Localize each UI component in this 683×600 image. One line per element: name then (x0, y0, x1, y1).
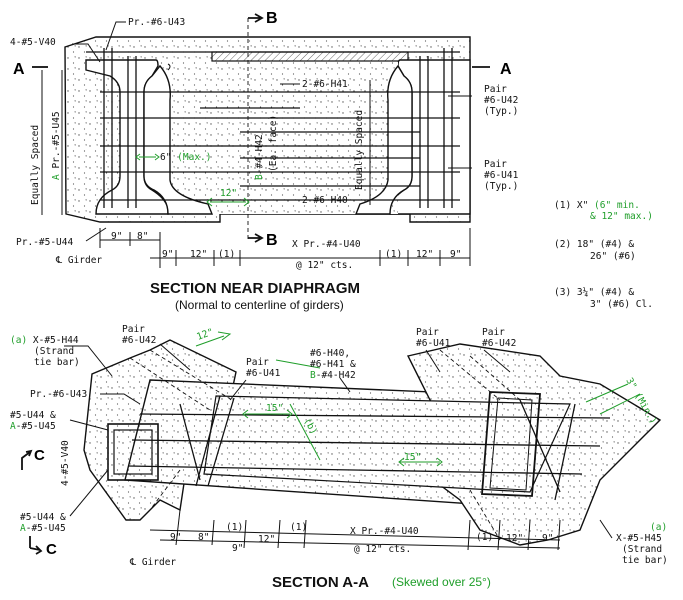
subtitle-skewed: (Skewed over 25°) (392, 575, 491, 589)
dim-12a-top: 12" (190, 249, 207, 260)
label-v40-bottom: 4-#5-V40 (60, 440, 71, 486)
left-girder-flange (143, 64, 214, 215)
label-equally-spaced-right: Equally Spaced (354, 110, 365, 190)
dim-n1-bottom-a: (1) (226, 522, 243, 533)
label-u45-lower: A-#5-U45 (20, 523, 66, 534)
band-rebar (127, 395, 611, 501)
dim-12-bottom: 12" (258, 534, 275, 545)
cut-label-c-lower: C (46, 541, 57, 558)
rebar-stirrups (86, 48, 460, 208)
label-ea-face: (Ea. face) (268, 115, 279, 172)
label-cl-girder-top: ℄ Girder (55, 255, 102, 266)
dim-9-bottom: 9" (170, 532, 181, 543)
label-12-green: 12" (220, 188, 237, 199)
dim-8-bottom: 8" (198, 532, 209, 543)
cut-label-c-upper: C (34, 447, 45, 464)
notes: (1) X" (6" min. & 12" max.) (2) 18" (#4)… (554, 200, 653, 310)
label-h42: B-#4-H42 (254, 134, 265, 180)
dim-15-green-left: 15" (266, 403, 283, 414)
label-h44: (a) X-#5-H44 (10, 335, 79, 346)
label-u44-lower: #5-U44 & (20, 512, 66, 523)
label-h42-bottom: B-#4-H42 (310, 370, 356, 381)
cut-label-b-bottom: B (266, 232, 278, 249)
label-u41-left: #6-U41 (246, 368, 281, 379)
label-u43: Pr.-#6-U43 (128, 17, 185, 28)
label-pair-u42-right: Pair (482, 327, 505, 338)
cut-label-a-right: A (500, 61, 512, 78)
label-u44: Pr.-#5-U44 (16, 237, 73, 248)
top-dimension-string (99, 228, 471, 268)
label-cts-bottom: @ 12" cts. (354, 544, 411, 555)
dim-9c-top: 9" (450, 249, 461, 260)
label-h40-bottom: #6-H40, (310, 348, 350, 359)
label-typ-u41: (Typ.) (484, 181, 518, 192)
label-max-6: 6" (Max.) (160, 152, 212, 163)
label-a-green-right: (a) (650, 522, 667, 533)
label-tiebar-right: tie bar) (622, 555, 668, 566)
label-u41: #6-U41 (484, 170, 519, 181)
subtitle-normal-to-centerline: (Normal to centerline of girders) (175, 298, 344, 312)
label-h41: 2-#6-H41 (302, 79, 348, 90)
dim-n1-bottom-c: (1) (476, 532, 493, 543)
section-a-a: (a) X-#5-H44 (Strand tie bar) Pair #6-U4… (10, 324, 668, 591)
label-u40-bottom: X Pr.-#4-U40 (350, 526, 419, 537)
section-near-diaphragm: 4-#5-V40 Pr.-#6-U43 B A A 2-#6-H41 Pair … (10, 10, 519, 312)
label-u42-left: #6-U42 (122, 335, 156, 346)
label-tiebar-left: tie bar) (34, 357, 80, 368)
label-strand-right: (Strand (622, 544, 662, 555)
label-u40: X Pr.-#4-U40 (292, 239, 361, 250)
label-pair-u41: Pair (484, 159, 507, 170)
label-u44-upper: #5-U44 & (10, 410, 56, 421)
tie-bar-left (107, 423, 159, 481)
label-u42: #6-U42 (484, 95, 518, 106)
cut-label-b-top: B (266, 10, 278, 27)
label-h41-bottom: #6-H41 & (310, 359, 356, 370)
label-h45: X-#5-H45 (616, 533, 662, 544)
dim-8-top: 8" (137, 231, 148, 242)
label-typ-u42: (Typ.) (484, 106, 518, 117)
dim-n1-bottom-b: (1) (290, 522, 307, 533)
note-3-cont: 3" (#6) Cl. (590, 299, 653, 310)
label-strand-left: (Strand (34, 346, 74, 357)
title-section-a-a: SECTION A-A (272, 574, 369, 591)
label-u43-bottom: Pr.-#6-U43 (30, 389, 87, 400)
label-cts-top: @ 12" cts. (296, 260, 353, 271)
dim-12b-bottom: 12" (506, 533, 523, 544)
dim-9-top: 9" (111, 231, 122, 242)
right-girder-flange (354, 64, 413, 215)
label-h40: 2-#6-H40 (302, 195, 348, 206)
dim-15-green-right: 15" (404, 452, 421, 463)
label-cl-girder-bottom: ℄ Girder (129, 557, 176, 568)
label-equally-spaced-left: Equally Spaced (30, 125, 41, 205)
dim-9b-bottom: 9" (232, 543, 243, 554)
label-v40: 4-#5-V40 (10, 37, 56, 48)
dim-n1-right: (1) (385, 249, 402, 260)
note-3: (3) 3¼" (#4) & (554, 287, 634, 298)
dim-9b-top: 9" (162, 249, 173, 260)
label-u45-upper: A-#5-U45 (10, 421, 56, 432)
note-2: (2) 18" (#4) & (554, 239, 634, 250)
title-section-near-diaphragm: SECTION NEAR DIAPHRAGM (150, 280, 360, 297)
bottom-dimension-string (149, 509, 561, 551)
dim-9c-bottom: 9" (542, 533, 553, 544)
dim-12b-top: 12" (416, 249, 433, 260)
slab-haunch (211, 51, 409, 62)
dim-n1-left: (1) (218, 249, 235, 260)
label-u45: A Pr.-#5-U45 (51, 111, 62, 180)
note-1-cont: & 12" max.) (590, 211, 653, 222)
label-pair-u42-left: Pair (122, 324, 145, 335)
label-pair-u41-right: Pair (416, 327, 439, 338)
label-pair-u41-left: Pair (246, 357, 269, 368)
label-u41-right: #6-U41 (416, 338, 451, 349)
label-u42-right: #6-U42 (482, 338, 516, 349)
note-2-cont: 26" (#6) (590, 251, 636, 262)
note-1: (1) X" (6" min. (554, 200, 640, 211)
cut-label-a-left: A (13, 61, 25, 78)
tie-bar-right (481, 391, 541, 497)
label-pair-u42: Pair (484, 84, 507, 95)
